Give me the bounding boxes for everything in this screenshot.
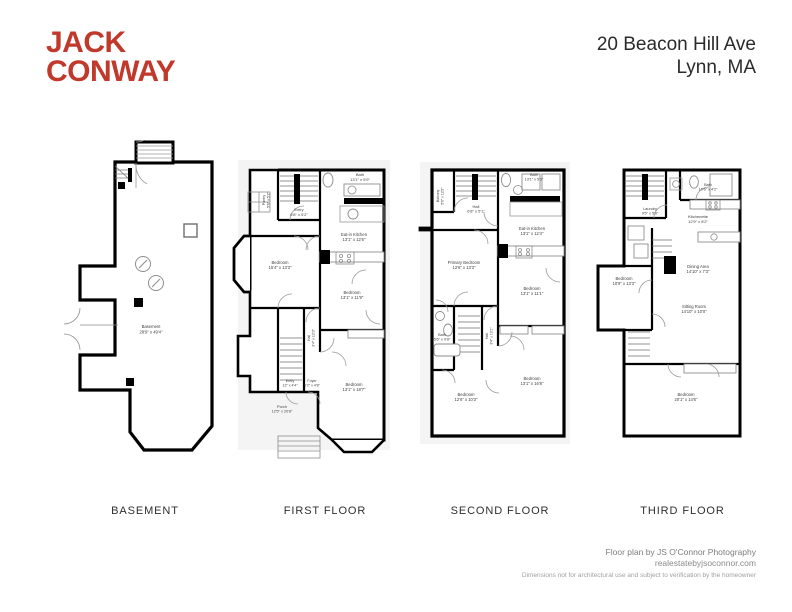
- room-label-ff-kitchen: Eat-in Kitchen: [341, 232, 368, 237]
- room-dims-tf-bed1: 10'9" x 13'3": [613, 281, 636, 286]
- floorplan-second: Bath 13'1" x 5'9" Balcony 5'6" x 12'2" H…: [414, 140, 594, 470]
- room-label-sf-bath2: Bath: [438, 333, 446, 337]
- floor-label-third: THIRD FLOOR: [640, 505, 725, 517]
- credit-line-2: realestatebyjsoconnor.com: [654, 558, 756, 568]
- room-label-sf-hall2: Hall: [485, 333, 489, 339]
- room-dims-sf-bed1: 13'1" x 11'1": [521, 291, 544, 296]
- room-label-tf-bed2: Bedroom: [678, 392, 696, 397]
- room-label-sf-bed3: Bedroom: [524, 376, 542, 381]
- room-label-ff-entry2: Entry: [286, 379, 295, 383]
- room-label-ff-entry: Entry: [294, 207, 303, 212]
- room-dims-ff-bath: 13'1" x 5'9": [350, 177, 370, 182]
- dimensions-disclaimer: Dimensions not for architectural use and…: [521, 572, 756, 579]
- room-label-basement: Basement: [142, 324, 162, 329]
- room-dims-ff-bed3: 13'1" x 18'7": [343, 387, 366, 392]
- room-dims-ff-foyer: 6'2" x 4'8": [304, 383, 320, 387]
- address-line-1: 20 Beacon Hill Ave: [596, 34, 756, 55]
- room-label-ff-bed3: Bedroom: [346, 382, 364, 387]
- room-label-sf-bed2: Bedroom: [458, 392, 476, 397]
- room-label-tf-bath: Bath: [704, 183, 712, 187]
- floorplan-basement: Basement 28'9" x 49'4": [52, 140, 242, 470]
- room-label-sf-hall1: Hall: [473, 204, 480, 209]
- floorplan-first: Bath 13'1" x 5'9" Pantry 5'6" x 5'2" Ent…: [232, 140, 412, 470]
- property-address: 20 Beacon Hill Ave Lynn, MA: [597, 33, 756, 79]
- credit-line-1: Floor plan by JS O'Connor Photography: [605, 547, 756, 557]
- room-label-tf-bed1: Bedroom: [616, 276, 634, 281]
- room-dims-ff-entry: 6'8" x 5'2": [290, 212, 308, 217]
- room-label-sf-primary: Primary Bedroom: [448, 260, 481, 265]
- room-dims-ff-porch: 12'5" x 20'8": [272, 410, 293, 414]
- room-label-ff-hall: Hall: [307, 335, 311, 341]
- room-dims-sf-bath1: 13'1" x 5'9": [525, 177, 544, 181]
- brand-logo-line2: CONWAY: [46, 55, 176, 88]
- room-label-tf-laundry: Laundry: [643, 207, 657, 211]
- room-dims-ff-hall: 3'4" x 13'3": [312, 328, 316, 346]
- room-dims-sf-hall2: 3'4" x 10'1": [490, 327, 494, 345]
- room-dims-basement: 28'9" x 49'4": [140, 329, 163, 334]
- room-dims-ff-bed2: 13'1" x 11'9": [341, 295, 364, 300]
- room-label-ff-foyer: Foyer: [307, 379, 317, 383]
- room-dims-sf-kitchen: 13'1" x 12'4": [521, 231, 544, 236]
- room-label-ff-bath: Bath: [356, 172, 364, 177]
- floor-label-basement: BASEMENT: [111, 505, 179, 517]
- room-label-tf-sitting: Sitting Room: [682, 304, 706, 309]
- room-dims-tf-bed2: 20'1" x 14'6": [675, 397, 698, 402]
- room-label-ff-bed2: Bedroom: [344, 290, 362, 295]
- room-dims-sf-bed2: 12'6" x 10'3": [455, 397, 478, 402]
- room-dims-tf-kitchenette: 12'9" x 8'2": [688, 219, 708, 224]
- floor-label-second: SECOND FLOOR: [450, 505, 550, 517]
- room-label-sf-bed1: Bedroom: [524, 286, 542, 291]
- room-label-sf-bath1: Bath: [530, 173, 538, 177]
- room-dims-tf-dining: 14'10" x 7'3": [687, 269, 710, 274]
- floorplan-row: Basement 28'9" x 49'4": [0, 140, 792, 490]
- brand-logo-line1: JACK: [46, 26, 126, 59]
- room-label-ff-bed1: Bedroom: [272, 260, 290, 265]
- room-label-sf-balcony: Balcony: [436, 190, 440, 203]
- room-dims-tf-bath: 10'6" x 4'2": [699, 187, 718, 191]
- room-dims-ff-bed1: 15'4" x 13'3": [269, 265, 292, 270]
- room-label-tf-kitchenette: Kitchenette: [688, 214, 709, 219]
- address-line-2: Lynn, MA: [676, 57, 756, 78]
- room-dims-tf-sitting: 14'10" x 10'0": [681, 309, 707, 314]
- room-label-ff-pantry: Pantry: [262, 195, 266, 206]
- floorplan-third: Bath 10'6" x 4'2" Laundry 9'5" x 5'9" Ki…: [594, 140, 779, 470]
- room-dims-sf-bed3: 13'1" x 16'8": [521, 381, 544, 386]
- room-dims-sf-bath2: 5'6" x 9'8": [434, 337, 451, 341]
- room-dims-ff-entry2: 12" x 4'4": [282, 383, 298, 387]
- photographer-credit: Floor plan by JS O'Connor Photography re…: [606, 547, 756, 569]
- room-label-ff-porch: Porch: [277, 405, 287, 409]
- room-dims-sf-hall1: 6'8" x 5'1": [467, 209, 485, 214]
- room-label-sf-kitchen: Eat-in Kitchen: [519, 226, 546, 231]
- room-dims-ff-pantry: 5'6" x 5'2": [267, 191, 271, 207]
- floor-label-first: FIRST FLOOR: [283, 505, 367, 517]
- brand-logo: JACK CONWAY: [46, 26, 176, 88]
- room-dims-sf-primary: 12'6" x 13'3": [453, 265, 476, 270]
- room-dims-tf-laundry: 9'5" x 5'9": [642, 211, 659, 215]
- room-dims-ff-kitchen: 13'1" x 12'6": [343, 237, 366, 242]
- room-label-tf-dining: Dining Area: [687, 264, 709, 269]
- room-dims-sf-balcony: 5'6" x 12'2": [441, 187, 445, 205]
